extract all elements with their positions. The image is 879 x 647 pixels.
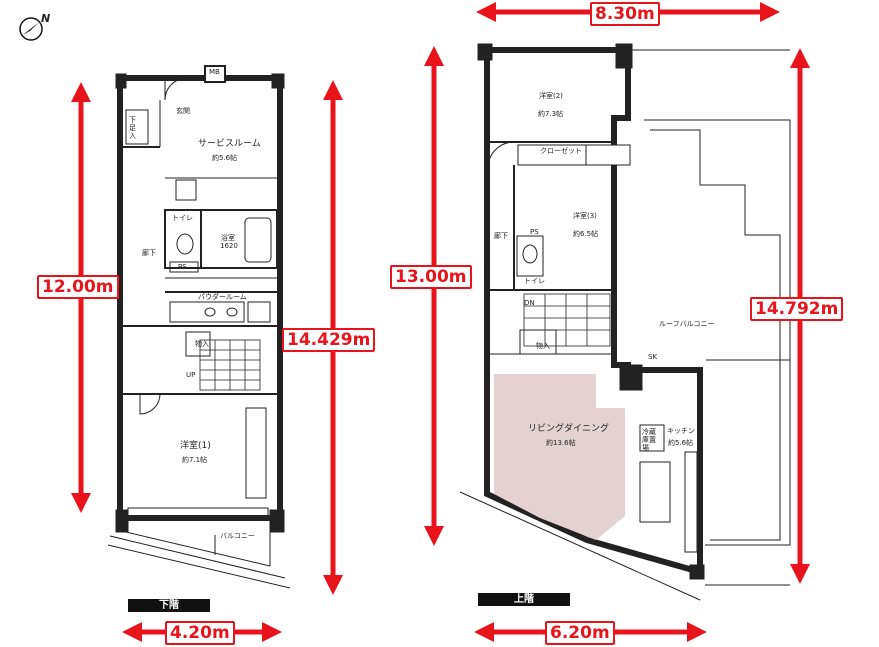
toilet-label: トイレ [172, 214, 193, 222]
upper-toilet-label: トイレ [524, 277, 545, 285]
upper-floor-badge: 上階 [478, 593, 570, 606]
entrance-label: 玄関 [176, 107, 190, 115]
kitchen-label: キッチン [667, 427, 695, 435]
upper-ps-label: PS [530, 228, 539, 236]
lower-width-dimension: 4.20m [165, 621, 235, 645]
lower-hall-label: 廊下 [142, 249, 156, 257]
sk-label: SK [648, 353, 658, 361]
roof-balcony-label: ルーフバルコニー [659, 320, 715, 328]
lower-storage-label: 物入 [195, 340, 209, 348]
lower-depth-dimension: 12.00m [37, 275, 119, 299]
bath-label: 浴室 [221, 234, 235, 242]
ps-label: PS [178, 263, 187, 271]
powder-room-label: パウダールーム [198, 293, 247, 301]
kitchen-size: 約5.6帖 [668, 439, 694, 447]
service-room-size: 約5.6帖 [212, 154, 238, 162]
compass-icon [19, 17, 43, 41]
lower-floor-plan [107, 65, 291, 589]
living-dining-size: 約13.6帖 [546, 439, 576, 447]
upper-width-dimension: 6.20m [545, 621, 615, 645]
western1-size: 約7.1帖 [182, 456, 208, 464]
western1-label: 洋室(1) [180, 441, 211, 451]
upper-top-width-dimension: 8.30m [590, 2, 660, 26]
lower-total-dimension: 14.429m [282, 328, 376, 352]
western2-size: 約7.3帖 [538, 110, 564, 118]
service-room-label: サービスルーム [198, 139, 261, 149]
dn-label: DN [524, 299, 535, 307]
north-label: N [41, 12, 51, 25]
balcony-label: バルコニー [220, 532, 255, 540]
fridge-label: 冷蔵庫置場 [642, 428, 656, 452]
living-dining-label: リビングダイニング [528, 424, 610, 434]
upper-depth-dimension: 13.00m [390, 265, 472, 289]
western2-label: 洋室(2) [539, 92, 563, 100]
mb-label: MB [209, 68, 220, 76]
western3-size: 約6.5帖 [573, 230, 599, 238]
western3-label: 洋室(3) [573, 212, 597, 220]
upper-storage-label: 物入 [536, 342, 550, 350]
lower-floor-badge: 下階 [128, 599, 210, 612]
bath-size: 1620 [220, 242, 238, 250]
upper-total-dimension: 14.792m [750, 297, 844, 321]
shoebox-label: 下足入 [129, 116, 136, 140]
upper-hall-label: 廊下 [494, 232, 508, 240]
upper-closet-label: クローゼット [540, 147, 582, 155]
up-label: UP [186, 371, 196, 379]
upper-floor-plan [459, 43, 791, 601]
